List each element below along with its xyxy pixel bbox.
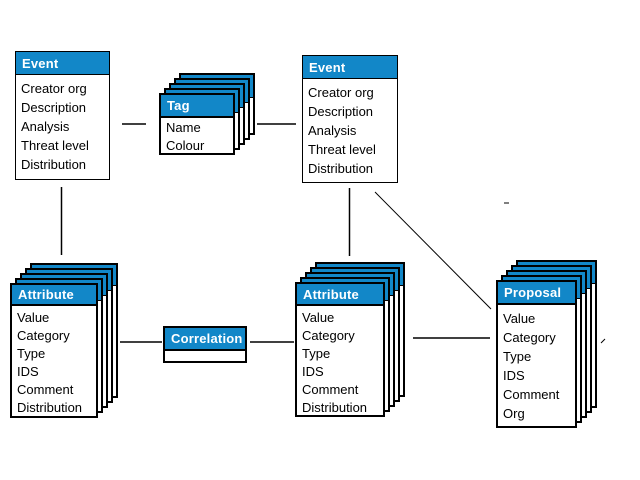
entity-attribute-middle-fields: Value Category Type IDS Comment Distribu…	[297, 306, 383, 417]
entity-event-left-title: Event	[16, 52, 109, 75]
field-label: Threat level	[308, 142, 376, 157]
entity-event-left: Event Creator org Description Analysis T…	[15, 51, 110, 180]
field-label: Type	[302, 346, 331, 361]
field-label: Category	[503, 330, 556, 345]
entity-attribute-left-title: Attribute	[12, 285, 96, 306]
field-label: Name	[166, 120, 201, 135]
field-label: Distribution	[302, 400, 368, 415]
field-label: Distribution	[308, 161, 374, 176]
field-label: Distribution	[21, 157, 87, 172]
entity-proposal: Proposal Value Category Type IDS Comment…	[496, 260, 598, 429]
stray-mark-tick	[600, 338, 606, 344]
entity-event-left-fields: Creator org Description Analysis Threat …	[16, 75, 109, 174]
entity-attribute-middle-title: Attribute	[297, 284, 383, 306]
entity-correlation-title: Correlation	[165, 328, 245, 351]
field-label: Value	[302, 310, 335, 325]
field-label: Org	[503, 406, 525, 421]
entity-tag-card: Tag Name Colour	[159, 93, 235, 155]
connector-eventright-proposal	[374, 191, 492, 310]
entity-tag-fields: Name Colour	[161, 118, 233, 155]
entity-attribute-middle-card: Attribute Value Category Type IDS Commen…	[295, 282, 385, 417]
entity-tag-title: Tag	[161, 95, 233, 118]
field-label: Threat level	[21, 138, 89, 153]
field-label: Comment	[503, 387, 560, 402]
field-label: Comment	[302, 382, 359, 397]
field-label: Type	[503, 349, 532, 364]
field-label: Colour	[166, 138, 205, 153]
entity-attribute-middle: Attribute Value Category Type IDS Commen…	[295, 262, 406, 418]
field-label: IDS	[503, 368, 525, 383]
field-label: Description	[21, 100, 87, 115]
field-label: Category	[17, 328, 70, 343]
field-label: Comment	[17, 382, 74, 397]
field-label: IDS	[302, 364, 324, 379]
field-label: IDS	[17, 364, 39, 379]
field-label: Type	[17, 346, 46, 361]
entity-event-right-fields: Creator org Description Analysis Threat …	[303, 79, 397, 178]
entity-attribute-left-fields: Value Category Type IDS Comment Distribu…	[12, 306, 96, 417]
entity-proposal-card: Proposal Value Category Type IDS Comment…	[496, 280, 577, 428]
field-label: Value	[17, 310, 50, 325]
field-label: Creator org	[308, 85, 374, 100]
field-label: Creator org	[21, 81, 87, 96]
field-label: Analysis	[308, 123, 357, 138]
field-label: Distribution	[17, 400, 83, 415]
entity-attribute-left-card: Attribute Value Category Type IDS Commen…	[10, 283, 98, 418]
entity-proposal-title: Proposal	[498, 282, 575, 305]
entity-proposal-fields: Value Category Type IDS Comment Org	[498, 305, 575, 423]
field-label: Category	[302, 328, 355, 343]
field-label: Description	[308, 104, 374, 119]
entity-event-right: Event Creator org Description Analysis T…	[302, 55, 398, 183]
entity-attribute-left: Attribute Value Category Type IDS Commen…	[10, 263, 119, 419]
field-label: Analysis	[21, 119, 70, 134]
entity-correlation: Correlation	[163, 326, 247, 363]
entity-tag: Tag Name Colour	[159, 73, 256, 156]
field-label: Value	[503, 311, 536, 326]
entity-event-right-title: Event	[303, 56, 397, 79]
